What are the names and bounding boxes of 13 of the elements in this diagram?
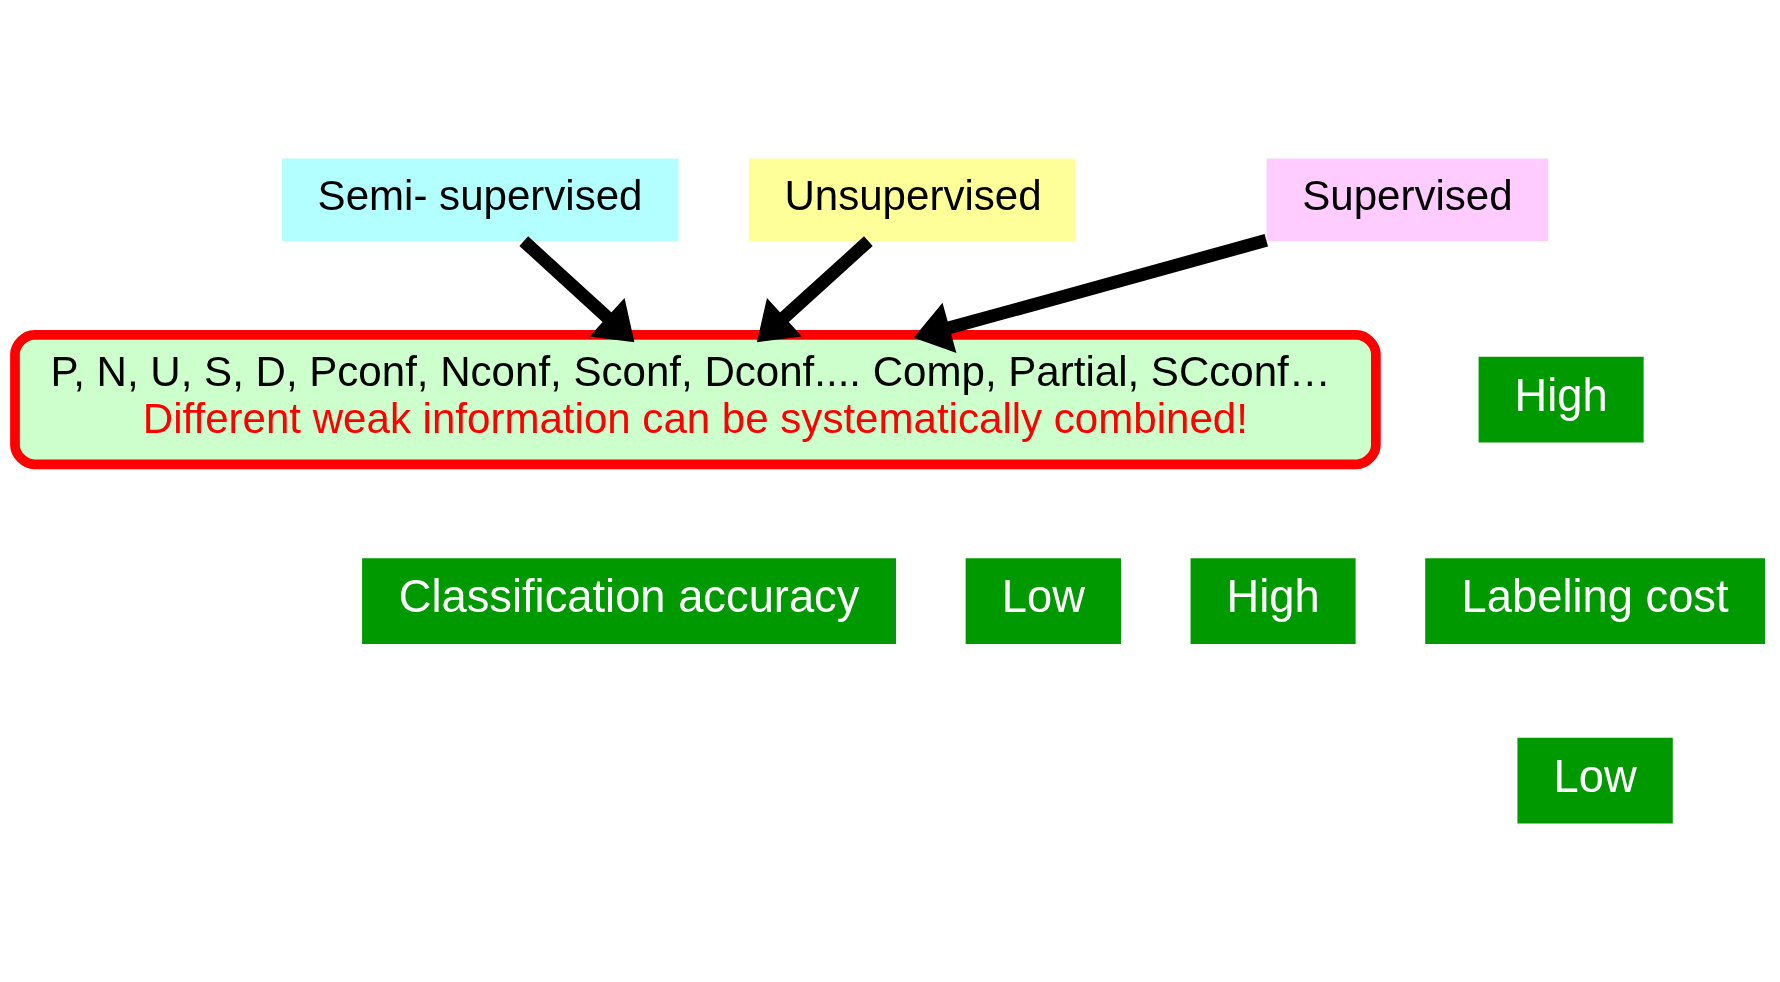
node-box: Semi- supervised (282, 158, 679, 241)
node-box: Unsupervised (748, 158, 1076, 241)
label: High (1226, 571, 1320, 623)
label: Labeling cost (1461, 571, 1729, 623)
node-box: P, N, U, S, D, Pconf, Nconf, Sconf, Dconf.... Comp, Partial, SCconf… Different weak information can be systematically combined! (10, 330, 1381, 470)
label: Classification accuracy (398, 571, 860, 623)
arrow (519, 236, 635, 343)
label: Low (1553, 750, 1637, 802)
arrow (756, 236, 873, 343)
arrow (913, 234, 1269, 353)
label: High (1514, 369, 1608, 421)
label: Low (1001, 571, 1085, 623)
node-box: Supervised (1266, 158, 1549, 241)
